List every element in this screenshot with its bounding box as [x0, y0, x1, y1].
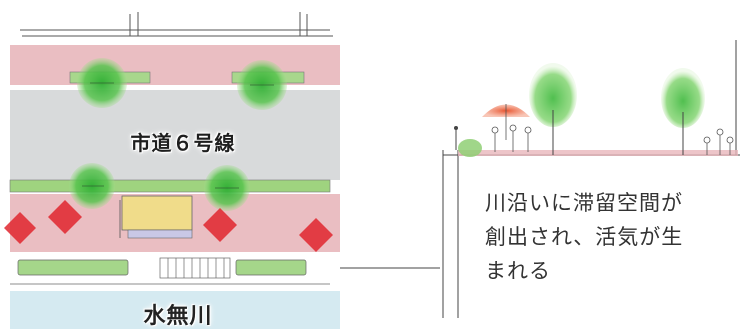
caption-line-1: 川沿いに滞留空間が: [485, 191, 683, 215]
caption-line-3: まれる: [485, 259, 551, 283]
tree-icon: [69, 163, 115, 209]
parasol-icon: [482, 104, 530, 140]
hedge-south-left: [17, 259, 129, 276]
embankment-fill: [458, 150, 738, 156]
shrub-icon: [458, 139, 482, 157]
section-lines: [340, 40, 740, 318]
section-caption: 川沿いに滞留空間が 創出され、活気が生 まれる: [485, 186, 753, 288]
steps: [159, 257, 231, 279]
planting-strip-middle: [9, 179, 331, 193]
tree-icon: [204, 165, 250, 211]
person-icon: [491, 124, 734, 155]
tree-icon: [529, 63, 577, 155]
tree-icon: [237, 60, 287, 110]
section-view: [340, 40, 740, 318]
diamond-marker-icon: [299, 218, 333, 252]
top-boundary-lines: [20, 12, 333, 37]
road-label: 市道６号線: [130, 131, 236, 155]
tree-icon: [661, 68, 705, 155]
diamond-marker-icon: [203, 208, 237, 242]
diamond-marker-icon: [4, 212, 36, 244]
roadway: [10, 90, 340, 180]
river-label: 水無川: [143, 304, 213, 329]
river: [10, 291, 340, 329]
bench: [119, 195, 193, 239]
hedge-south-right: [235, 259, 307, 276]
diamond-marker-icon: [48, 200, 82, 234]
caption-line-2: 創出され、活気が生: [485, 225, 684, 249]
plan-view: [4, 12, 340, 329]
tree-icon: [77, 58, 127, 108]
